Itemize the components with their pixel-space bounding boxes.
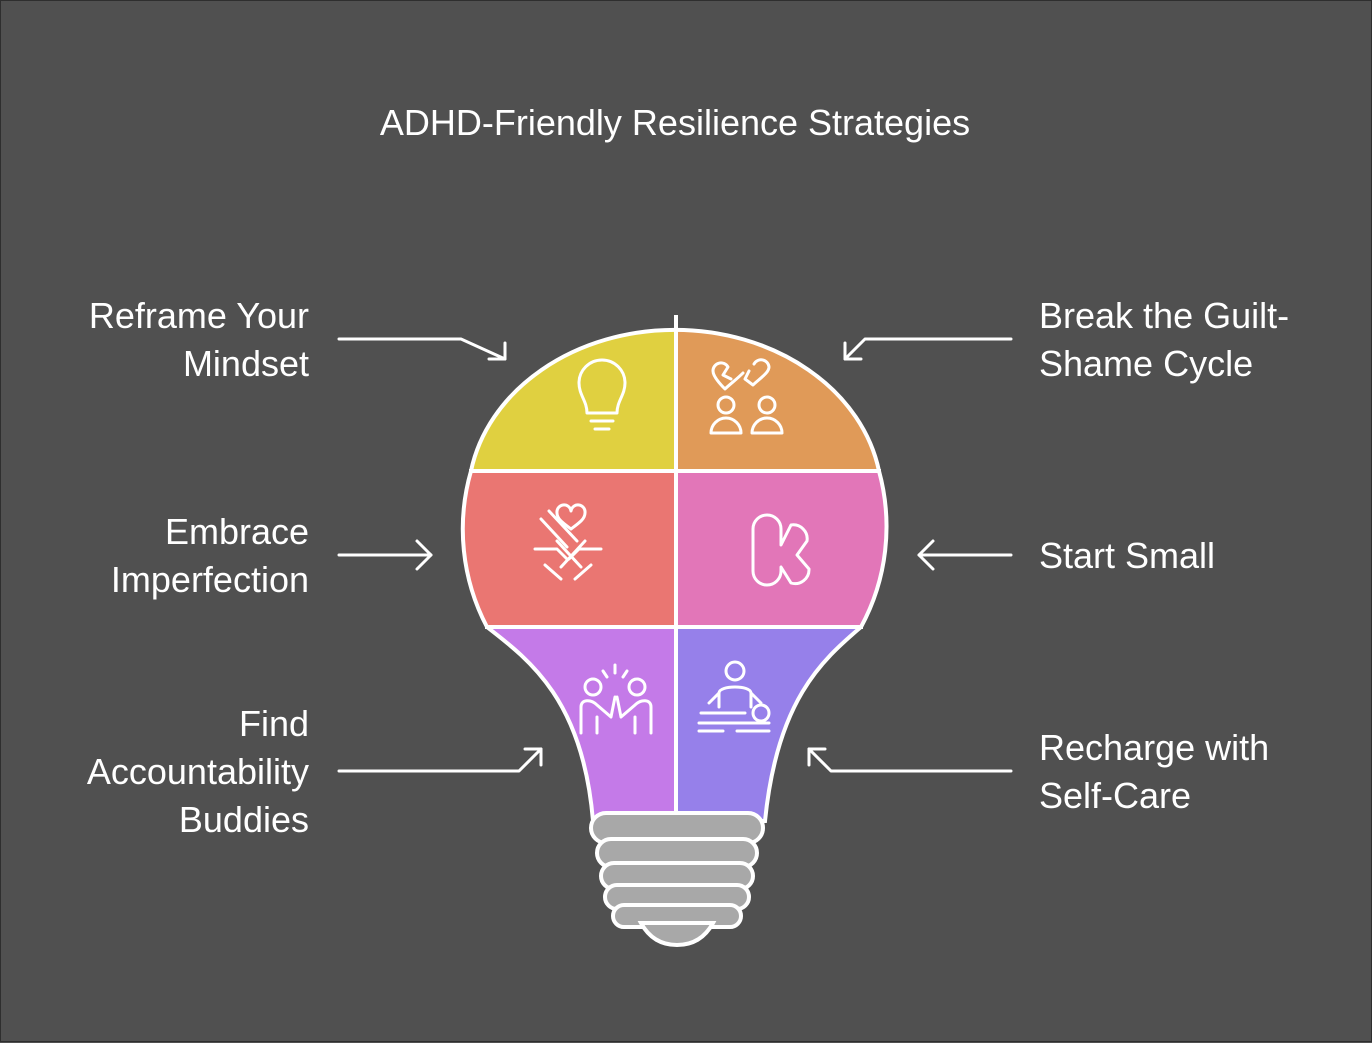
connector-arrows [337,337,1013,773]
lightbulb-icon [577,358,627,431]
segment-self-care [676,627,887,821]
label-line: Break the Guilt- [1039,295,1290,336]
label-line: Shame Cycle [1039,343,1254,384]
label-line: Self-Care [1039,775,1192,816]
label-reframe-mindset: Reframe Your Mindset [89,292,309,388]
arrow-start-small [917,539,1013,571]
label-line: Reframe Your [88,295,309,336]
arrow-buddies [337,747,543,773]
segment-guilt-shame [676,329,887,471]
hands-heart-icon [533,503,603,581]
label-line: Recharge with [1039,727,1270,768]
high-five-icon [579,663,653,735]
bulb-outline [460,315,889,823]
label-break-guilt-shame: Break the Guilt- Shame Cycle [1039,292,1289,388]
label-line: Embrace [164,511,309,552]
label-start-small: Start Small [1039,532,1215,580]
segment-reframe [462,329,676,471]
segment-imperfection [462,471,676,627]
label-line: Mindset [182,343,309,384]
arrow-guilt-shame [843,337,1013,361]
segment-buddies [462,627,676,821]
label-accountability-buddies: Find Accountability Buddies [87,700,309,844]
label-line: Imperfection [110,559,309,600]
label-line: Start Small [1039,535,1216,576]
label-recharge-self-care: Recharge with Self-Care [1039,724,1269,820]
label-embrace-imperfection: Embrace Imperfection [111,508,309,604]
diagram-title: ADHD-Friendly Resilience Strategies [379,102,971,143]
segment-start-small [676,471,887,627]
small-steps-k-icon [751,513,811,587]
massage-icon [697,660,771,733]
label-line: Buddies [178,799,309,840]
arrow-imperfection [337,539,433,571]
arrow-self-care [807,747,1013,773]
broken-heart-people-icon [709,358,784,435]
label-line: Accountability [86,751,309,792]
arrow-reframe [337,337,507,361]
label-line: Find [238,703,309,744]
bulb-base [589,811,765,948]
